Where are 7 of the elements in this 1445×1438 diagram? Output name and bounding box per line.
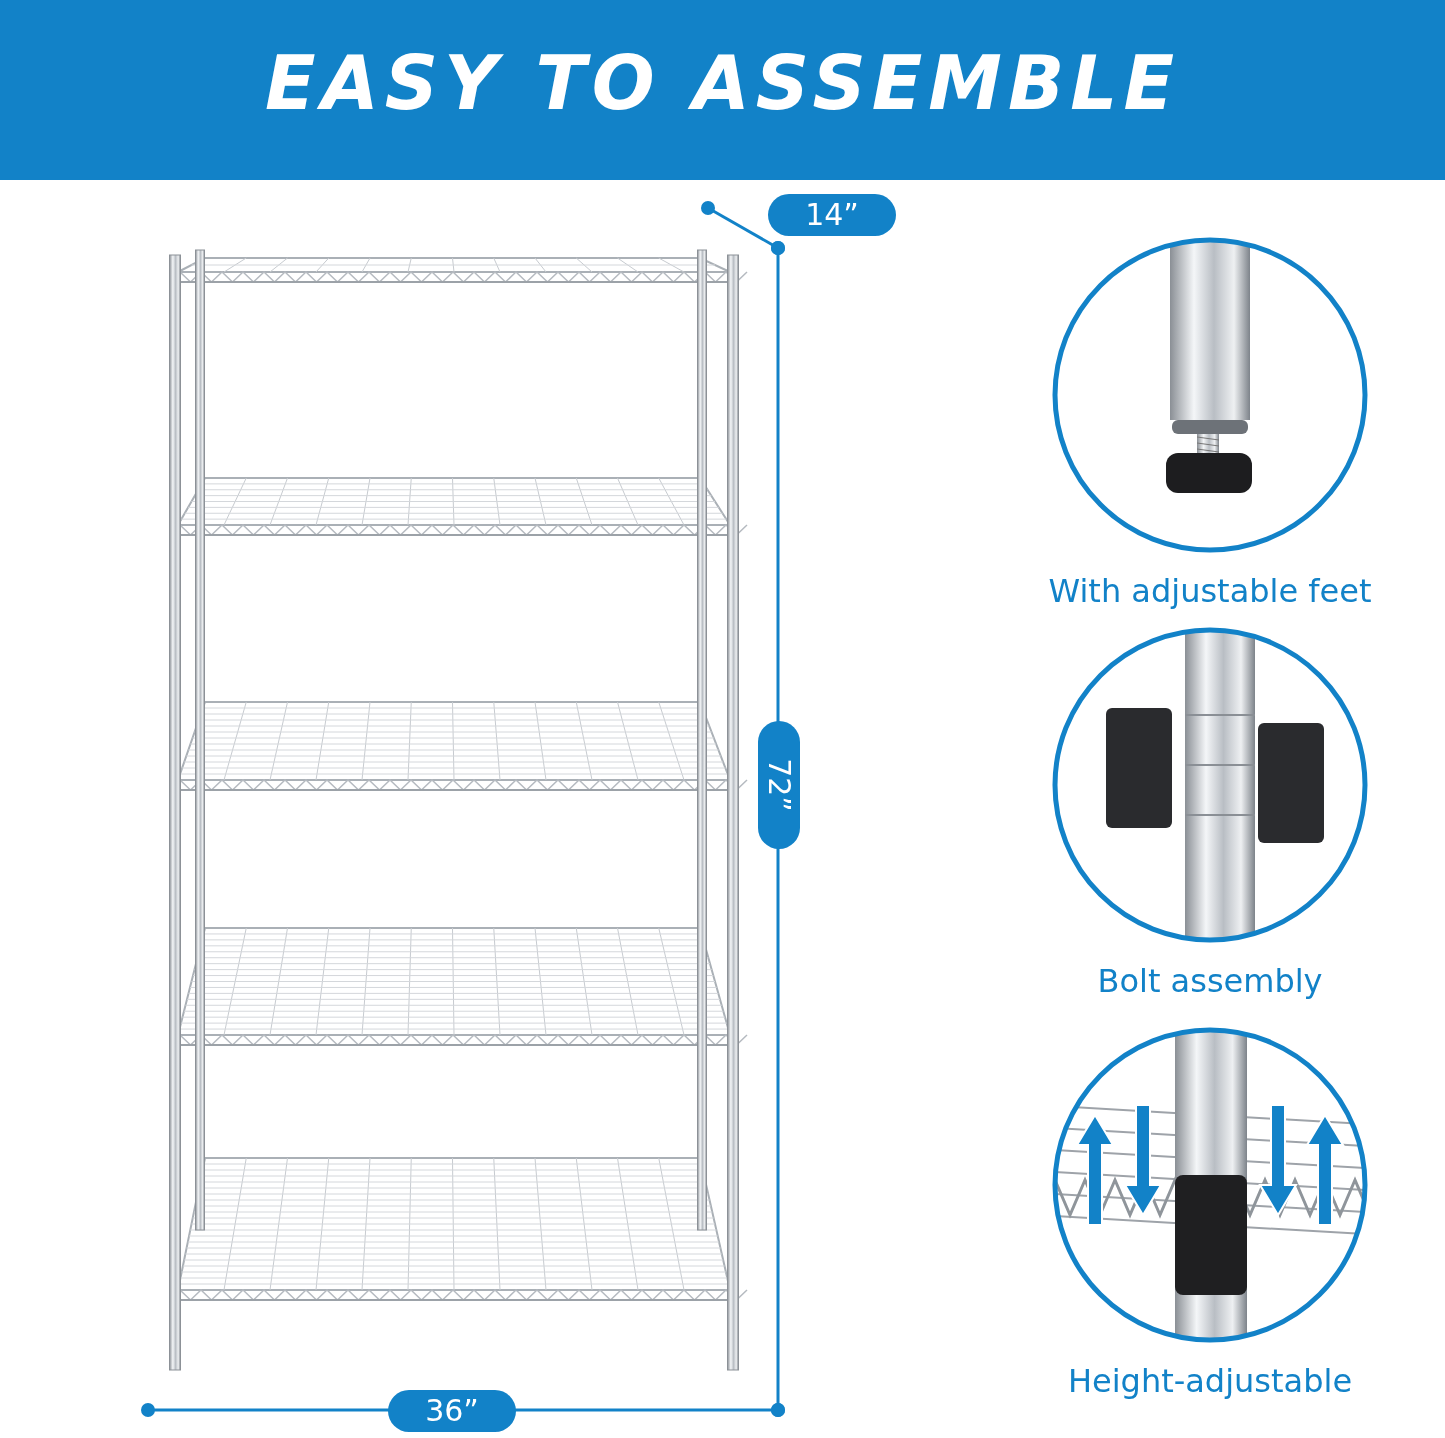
feature-caption: Bolt assembly	[1096, 962, 1324, 1000]
dimension-label: 14”	[768, 194, 896, 236]
feature-caption: Height-adjustable	[1066, 1362, 1354, 1400]
dimension-label: 36”	[388, 1390, 516, 1432]
title: EASY TO ASSEMBLE	[263, 40, 1182, 126]
dimension-label: 72”	[758, 721, 800, 849]
feature-caption: With adjustable feet	[1047, 572, 1373, 610]
